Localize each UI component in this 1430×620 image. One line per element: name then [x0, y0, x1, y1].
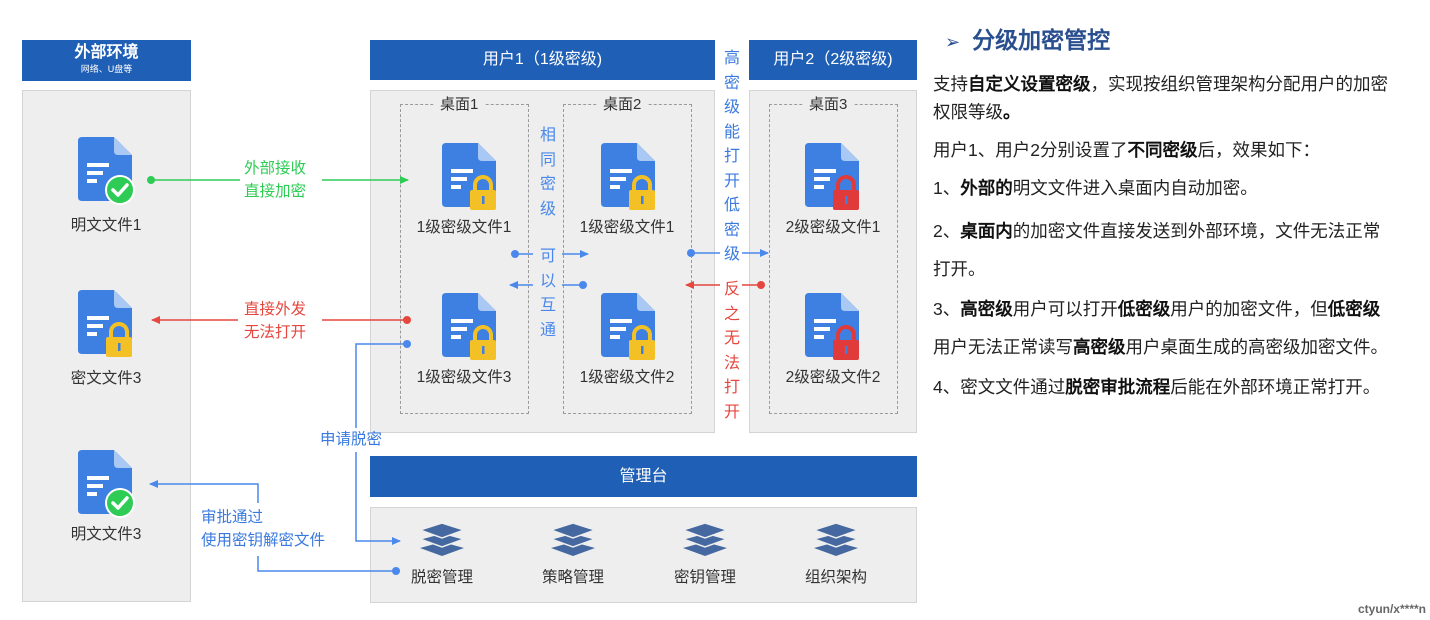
approved-note: 审批通过 使用密钥解密文件: [201, 506, 325, 552]
user1-panel: [370, 90, 715, 433]
file-label: 2级密级文件1: [785, 219, 881, 236]
high-open-low-dot: [687, 249, 695, 257]
high-opens-low-note: 高密级能打开低密级: [723, 50, 740, 263]
desktop3-label: 桌面3: [803, 96, 854, 114]
interop-left-dot: [579, 281, 587, 289]
same-level-note: 相同密级: [539, 127, 556, 218]
interop-right-dot: [511, 250, 519, 258]
layers-icon: [549, 522, 597, 556]
desktop2-label: 桌面2: [597, 96, 648, 114]
send-out-line1: 直接外发: [244, 301, 307, 318]
desc-paragraph-5: 3、高密级用户可以打开低密级用户的加密文件，但低密级用户无法正常读写高密级用户桌…: [933, 299, 1388, 357]
apply-decrypt-note: 申请脱密: [320, 431, 383, 448]
doc-lock-yellow-icon: [442, 143, 496, 210]
sendout-dot: [403, 316, 411, 324]
user2-header: 用户2（2级密级): [749, 40, 917, 80]
doc-lock-red-icon: [805, 293, 859, 360]
doc-check-icon: [78, 137, 135, 205]
approved-line-2: [149, 480, 259, 503]
interop-note: 可以互通: [539, 248, 556, 339]
external-receive-line1: 外部接收: [244, 160, 307, 177]
external-receive-line2: 直接加密: [244, 183, 307, 200]
file-label: 明文文件1: [70, 217, 142, 234]
approved-line1: 审批通过: [201, 509, 264, 526]
layers-icon: [812, 522, 860, 556]
layers-icon: [418, 522, 466, 556]
desc-paragraph-3: 1、外部的明文文件进入桌面内自动加密。: [933, 178, 1258, 198]
doc-lock-yellow-icon: [601, 293, 655, 360]
console-item-org-structure[interactable]: 组织架构: [804, 569, 867, 586]
watermark: ctyun/x****n: [1357, 602, 1426, 616]
console-title: 管理台: [619, 468, 668, 485]
desc-paragraph-2: 用户1、用户2分别设置了不同密级后，效果如下：: [933, 140, 1320, 160]
reverse-fail-note: 反之无法打开: [723, 281, 740, 421]
description-heading: ➢ 分级加密管控: [945, 22, 1403, 58]
file-label: 1级密级文件1: [579, 219, 675, 236]
receive-dot: [147, 176, 155, 184]
desc-paragraph-1: 支持自定义设置密级，实现按组织管理架构分配用户的加密权限等级。: [933, 74, 1388, 122]
apply-decrypt-dot: [403, 340, 411, 348]
approved-line: [257, 556, 396, 572]
send-out-note: 直接外发 无法打开: [244, 298, 306, 344]
reverse-fail-dot: [757, 281, 765, 289]
external-env-title: 外部环境: [74, 44, 139, 61]
external-receive-note: 外部接收 直接加密: [244, 157, 306, 203]
console-panel: [370, 507, 917, 603]
desc-paragraph-4: 2、桌面内的加密文件直接发送到外部环境，文件无法正常打开。: [933, 221, 1381, 279]
approved-dot: [392, 567, 400, 575]
heading-arrow-icon: ➢: [945, 32, 961, 52]
file-label: 密文文件3: [70, 370, 142, 387]
console-item-policy-mgmt[interactable]: 策略管理: [541, 569, 604, 586]
layers-icon: [681, 522, 729, 556]
file-label: 明文文件3: [70, 526, 142, 543]
doc-check-icon: [78, 450, 135, 518]
desc-paragraph-6: 4、密文文件通过脱密审批流程后能在外部环境正常打开。: [933, 377, 1381, 397]
file-label: 1级密级文件1: [416, 219, 512, 236]
apply-decrypt-line: [355, 343, 407, 428]
file-label: 1级密级文件3: [416, 369, 512, 386]
apply-decrypt-line-2: [355, 452, 401, 545]
console-header: 管理台: [370, 456, 917, 497]
file-label: 2级密级文件2: [785, 369, 881, 386]
console-item-decrypt-mgmt[interactable]: 脱密管理: [410, 569, 473, 586]
send-out-line2: 无法打开: [244, 324, 307, 341]
heading-text: 分级加密管控: [972, 27, 1111, 53]
doc-lock-red-icon: [805, 143, 859, 210]
doc-lock-yellow-icon: [78, 290, 132, 357]
external-env-subtitle: 网络、U盘等: [80, 64, 133, 74]
desktop1-label: 桌面1: [434, 96, 485, 114]
file-label: 1级密级文件2: [579, 369, 675, 386]
approved-line2: 使用密钥解密文件: [201, 532, 326, 549]
user1-header: 用户1（1级密级): [370, 40, 715, 80]
doc-lock-yellow-icon: [442, 293, 496, 360]
user1-title: 用户1（1级密级): [482, 51, 603, 68]
doc-lock-yellow-icon: [601, 143, 655, 210]
console-item-key-mgmt[interactable]: 密钥管理: [673, 569, 736, 586]
external-env-header: 外部环境 网络、U盘等: [22, 40, 191, 81]
user2-title: 用户2（2级密级): [773, 51, 893, 68]
description-panel: ➢分级加密管控 支持自定义设置密级，实现按组织管理架构分配用户的加密权限等级。 …: [933, 22, 1403, 406]
